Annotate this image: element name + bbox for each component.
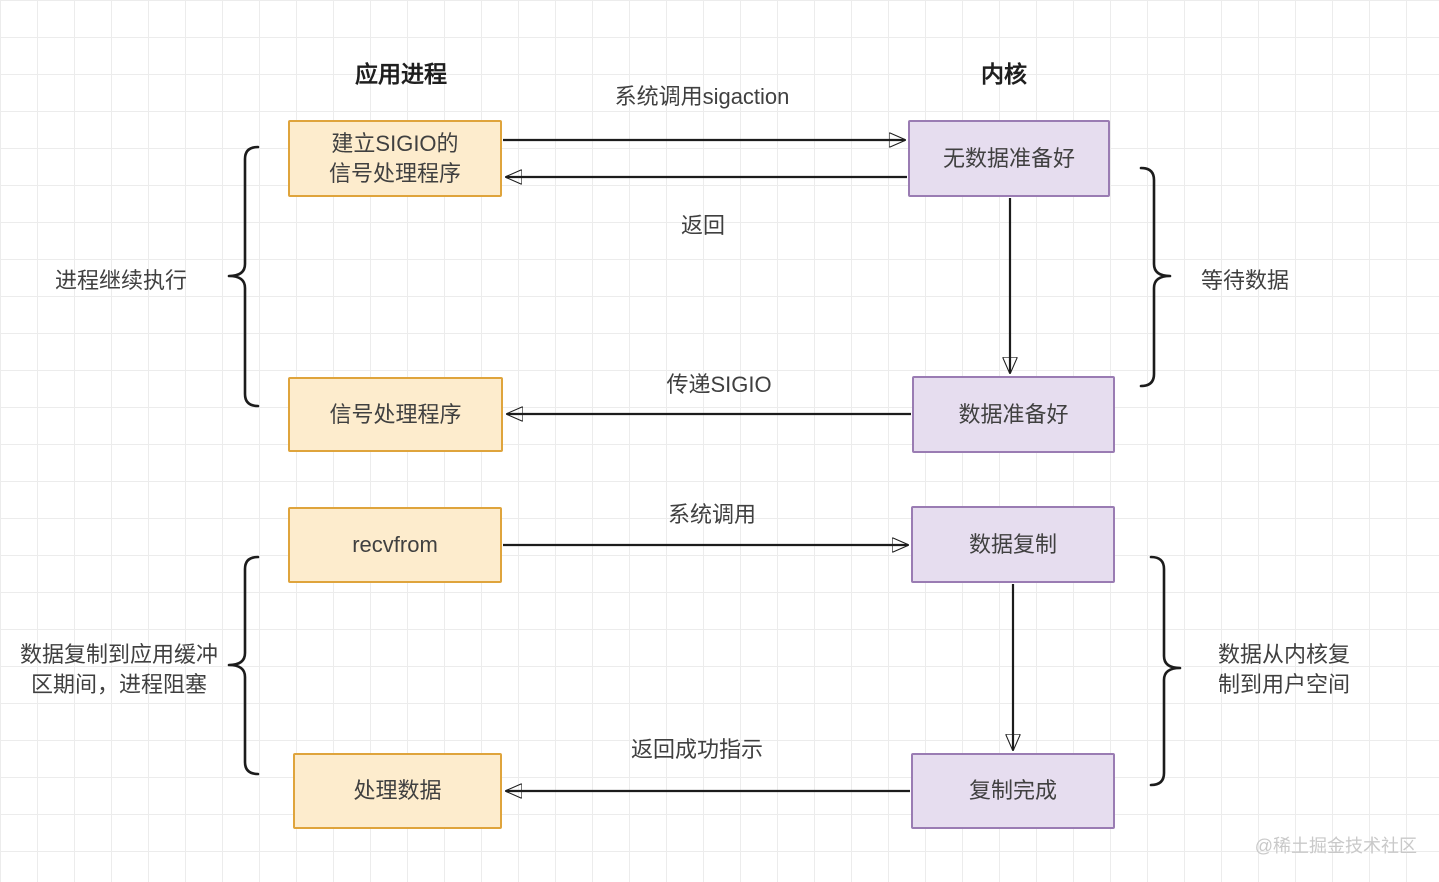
box-no-data-ready: 无数据准备好: [908, 120, 1110, 197]
column-title-kernel: 内核: [981, 61, 1027, 87]
box-data-copy: 数据复制: [911, 506, 1115, 583]
label-syscall: 系统调用: [667, 502, 757, 527]
label-return-success: 返回成功指示: [630, 737, 764, 762]
label-pass-sigio: 传递SIGIO: [666, 372, 772, 397]
box-signal-handler: 信号处理程序: [288, 377, 503, 452]
box-data-ready: 数据准备好: [912, 376, 1115, 453]
watermark: @稀土掘金技术社区: [1254, 836, 1417, 856]
label-wait-for-data: 等待数据: [1200, 268, 1290, 293]
label-process-continues: 进程继续执行: [54, 268, 188, 293]
label-kernel-to-user: 数据从内核复 制到用户空间: [1217, 642, 1351, 697]
box-setup-sigio-handler: 建立SIGIO的 信号处理程序: [288, 120, 502, 197]
brace-copy-blocking: [227, 555, 260, 776]
box-recvfrom: recvfrom: [288, 507, 502, 583]
box-copy-complete: 复制完成: [911, 753, 1115, 829]
brace-kernel-to-user: [1149, 555, 1182, 787]
box-process-data: 处理数据: [293, 753, 502, 829]
label-return: 返回: [680, 213, 726, 238]
label-syscall-sigaction: 系统调用sigaction: [614, 84, 790, 109]
column-title-application-process: 应用进程: [355, 61, 447, 87]
brace-process-continues: [227, 145, 260, 408]
brace-wait-for-data: [1139, 166, 1172, 388]
label-copy-blocking: 数据复制到应用缓冲 区期间，进程阻塞: [19, 642, 219, 697]
